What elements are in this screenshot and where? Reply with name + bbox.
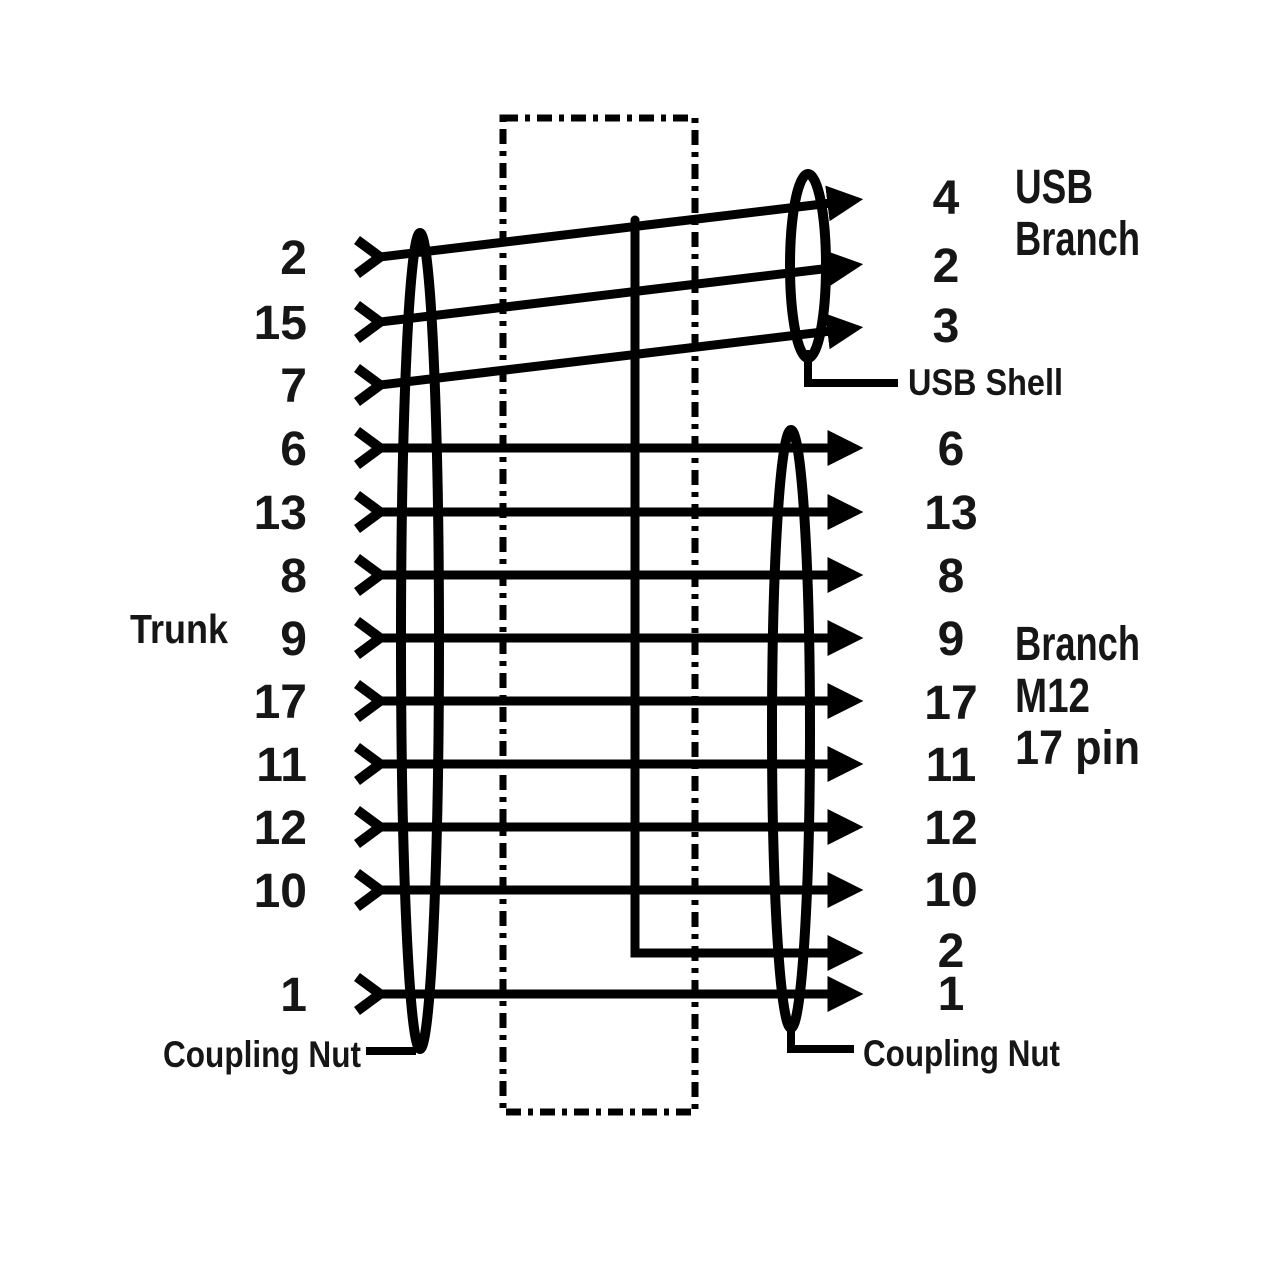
trunk-pin-label-8: 8 xyxy=(280,550,307,603)
trunk-pin-fork-2 xyxy=(354,235,389,279)
trunk-pin-fork-10 xyxy=(354,868,389,912)
trunk-pin-fork-8 xyxy=(354,553,389,597)
usb-branch-title-line2: Branch xyxy=(1015,213,1140,266)
trunk-label: Trunk xyxy=(130,606,228,652)
usb-pin-label-2: 2 xyxy=(933,240,960,293)
m12-branch-title-line1: Branch xyxy=(1015,618,1140,671)
trunk-connector-ellipse xyxy=(396,228,444,1054)
trunk-pin-fork-9 xyxy=(354,616,389,660)
m12-coupling-nut-leader-line xyxy=(787,1022,854,1053)
usb-branch-title-line1: USB xyxy=(1015,161,1093,214)
m12-pin-label-10: 10 xyxy=(924,864,977,917)
m12-branch-title-line3: 17 pin xyxy=(1015,722,1140,775)
m12-pin-label-2: 2 xyxy=(938,925,965,978)
wire-trunk2-to-usb4 xyxy=(379,185,864,262)
cable-jacket-outline xyxy=(499,114,699,1116)
m12-coupling-nut-label: Coupling Nut xyxy=(863,1033,1060,1074)
trunk-pin-fork-7 xyxy=(354,363,389,407)
trunk-pin-label-13: 13 xyxy=(254,487,307,540)
trunk-pin-label-9: 9 xyxy=(280,613,307,666)
trunk-pin-fork-11 xyxy=(354,742,389,786)
trunk-pin-fork-1 xyxy=(354,972,389,1016)
wire-shield-tap-to-m12-2 xyxy=(630,215,864,971)
trunk-pin-fork-15 xyxy=(354,300,389,344)
trunk-pin-label-10: 10 xyxy=(254,865,307,918)
m12-pin-label-12: 12 xyxy=(924,802,977,855)
m12-pin-label-8: 8 xyxy=(938,550,965,603)
m12-pin-label-1: 1 xyxy=(938,968,965,1021)
wire-trunk7-to-usb3 xyxy=(379,313,864,390)
m12-connector-ellipse xyxy=(767,425,815,1033)
trunk-pin-label-1: 1 xyxy=(280,969,307,1022)
trunk-pin-label-7: 7 xyxy=(280,360,307,413)
m12-pin-label-17: 17 xyxy=(924,677,977,730)
trunk-pin-label-6: 6 xyxy=(280,423,307,476)
m12-pin-label-6: 6 xyxy=(938,423,965,476)
trunk-pin-label-17: 17 xyxy=(254,676,307,729)
usb-shell-leader-line xyxy=(804,350,898,387)
trunk-pin-label-2: 2 xyxy=(280,232,307,285)
trunk-pin-fork-6 xyxy=(354,426,389,470)
trunk-pin-fork-12 xyxy=(354,805,389,849)
m12-pin-label-9: 9 xyxy=(938,613,965,666)
usb-pin-label-4: 4 xyxy=(933,172,960,225)
usb-pin-label-3: 3 xyxy=(933,300,960,353)
m12-pin-label-13: 13 xyxy=(924,487,977,540)
trunk-coupling-nut-label: Coupling Nut xyxy=(163,1034,361,1075)
trunk-pin-label-15: 15 xyxy=(254,297,307,350)
usb-shell-label: USB Shell xyxy=(908,362,1063,403)
m12-branch-title-line2: M12 xyxy=(1015,670,1090,723)
m12-pin-label-11: 11 xyxy=(926,739,977,792)
wire-trunk15-to-usb2 xyxy=(379,250,864,327)
trunk-pin-label-11: 11 xyxy=(256,739,307,792)
trunk-pin-label-12: 12 xyxy=(254,802,307,855)
trunk-pin-fork-17 xyxy=(354,679,389,723)
trunk-pin-fork-13 xyxy=(354,490,389,534)
